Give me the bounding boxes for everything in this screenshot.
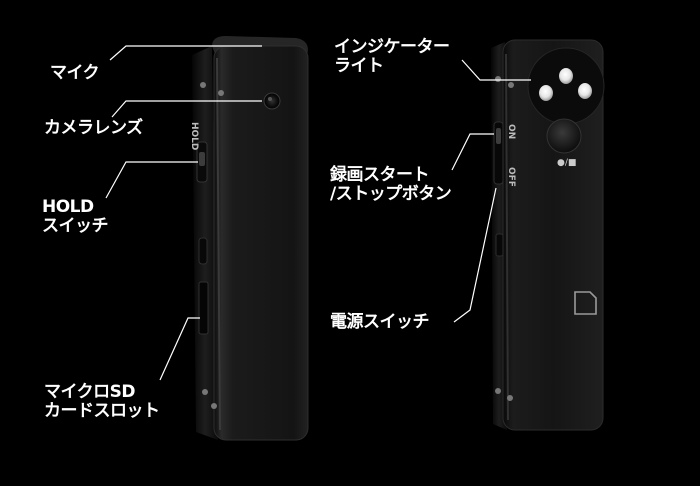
indicator-led bbox=[539, 85, 553, 101]
screw-icon bbox=[211, 403, 217, 409]
record-button bbox=[546, 118, 582, 154]
leader-line-mic bbox=[109, 45, 262, 61]
left-device-front-face bbox=[213, 45, 309, 441]
record-symbol-marking: ●/■ bbox=[557, 158, 576, 168]
left-camera-device bbox=[192, 36, 309, 441]
screw-icon bbox=[200, 82, 206, 88]
screw-icon bbox=[202, 389, 208, 395]
microsd-slot bbox=[198, 281, 209, 335]
label-power-switch: 電源スイッチ bbox=[330, 312, 430, 332]
label-microsd-slot: マイクロSD カードスロット bbox=[44, 382, 160, 421]
label-record-button: 録画スタート /ストップボタン bbox=[330, 165, 452, 204]
side-port bbox=[495, 233, 504, 257]
screw-icon bbox=[218, 90, 224, 96]
indicator-led bbox=[559, 68, 573, 84]
off-marking: OFF bbox=[506, 167, 516, 187]
label-hold-switch: HOLD スイッチ bbox=[42, 197, 109, 236]
camera-lens bbox=[263, 92, 281, 110]
screw-icon bbox=[507, 395, 513, 401]
on-marking: ON bbox=[506, 124, 516, 139]
leader-line-indicator-light bbox=[461, 59, 531, 81]
label-camera-lens: カメラレンズ bbox=[44, 118, 143, 138]
screw-icon bbox=[495, 76, 501, 82]
leader-line-camera-lens bbox=[111, 100, 262, 118]
screw-icon bbox=[508, 82, 514, 88]
side-port bbox=[198, 237, 208, 265]
left-device-edge-highlight bbox=[216, 57, 221, 431]
label-mic: マイク bbox=[50, 63, 100, 83]
leader-line-microsd-slot bbox=[159, 317, 200, 381]
right-camera-device bbox=[491, 39, 605, 431]
indicator-light-panel bbox=[527, 47, 605, 125]
hold-marking: HOLD bbox=[189, 122, 199, 150]
hold-switch-knob bbox=[199, 152, 205, 166]
label-indicator-light: インジケーター ライト bbox=[334, 37, 450, 76]
lens-glint bbox=[268, 97, 272, 101]
leader-line-power-switch bbox=[453, 187, 497, 323]
leader-lines bbox=[105, 45, 531, 381]
right-device-edge-highlight bbox=[505, 53, 509, 421]
indicator-led bbox=[578, 83, 592, 99]
sd-card-icon bbox=[574, 291, 597, 315]
screw-icon bbox=[495, 388, 501, 394]
power-switch-knob bbox=[496, 128, 501, 144]
leader-line-hold-switch bbox=[105, 161, 198, 199]
leader-line-record-button bbox=[451, 133, 494, 171]
